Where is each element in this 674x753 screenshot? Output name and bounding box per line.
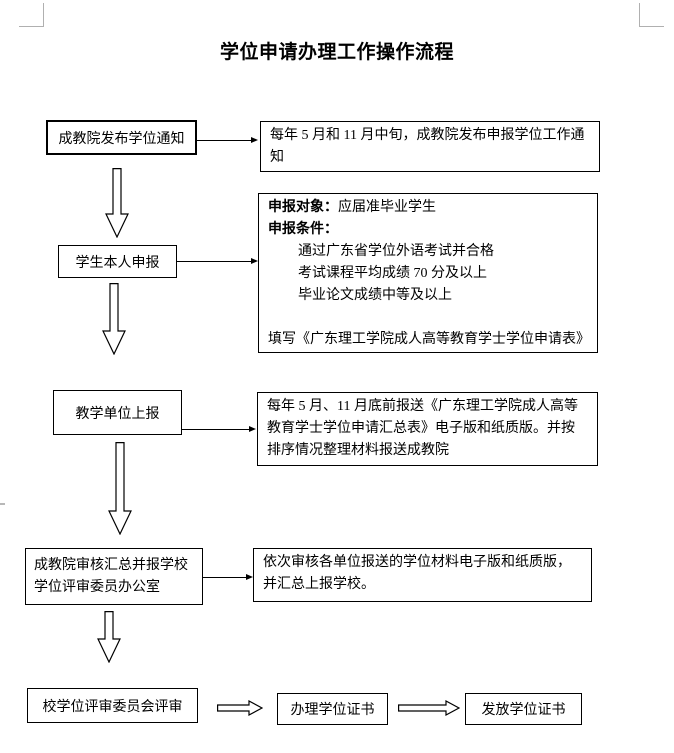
thin-right-arrow — [197, 137, 258, 144]
note-condition-item: 通过广东省学位外语考试并合格 — [298, 244, 494, 259]
note-condition-label: 申报条件： — [268, 222, 338, 237]
flow-box-label: 教学单位上报 — [75, 406, 160, 422]
page-title: 学位申请办理工作操作流程 — [219, 42, 454, 63]
flow-box-unit-report: 教学单位上报 — [53, 390, 182, 435]
flow-box-label: 校学位评审委员会评审 — [42, 699, 183, 715]
flow-box-publish-notice: 成教院发布学位通知 — [46, 120, 197, 155]
note-text: 每年 5 月、11 月底前报送《广东理工学院成人高等教育学士学位申请汇总表》电子… — [267, 399, 578, 458]
note-target-label: 申报对象： — [268, 200, 338, 215]
note-box-notice-time: 每年 5 月和 11 月中旬，成教院发布申报学位工作通知 — [260, 121, 600, 172]
note-text: 依次审核各单位报送的学位材料电子版和纸质版，并汇总上报学校。 — [263, 555, 571, 592]
note-footer: 填写《广东理工学院成人高等教育学士学位申请表》 — [268, 332, 590, 347]
flow-box-label-line2: 学位评审委员办公室 — [34, 579, 160, 595]
note-target-text: 应届准毕业学生 — [338, 200, 436, 215]
flow-box-label: 办理学位证书 — [290, 703, 375, 718]
left-margin-mark — [0, 503, 5, 505]
hollow-down-arrow — [102, 283, 126, 355]
flow-box-committee-review: 校学位评审委员会评审 — [27, 688, 198, 723]
note-condition-item: 毕业论文成绩中等及以上 — [298, 288, 452, 303]
flow-box-label: 成教院发布学位通知 — [58, 131, 185, 147]
flow-box-label: 学生本人申报 — [75, 255, 160, 271]
note-condition-item: 考试课程平均成绩 70 分及以上 — [298, 266, 487, 281]
flow-box-label: 发放学位证书 — [481, 703, 566, 718]
hollow-right-arrow — [217, 700, 263, 716]
hollow-right-arrow — [398, 700, 460, 716]
hollow-down-arrow — [108, 442, 132, 535]
hollow-down-arrow — [97, 611, 121, 663]
thin-right-arrow — [177, 258, 258, 265]
flow-box-issue-certificate: 办理学位证书 — [277, 693, 388, 725]
thin-right-arrow — [203, 574, 253, 581]
note-text: 每年 5 月和 11 月中旬，成教院发布申报学位工作通知 — [270, 128, 585, 165]
flow-box-student-apply: 学生本人申报 — [58, 245, 177, 278]
margin-corner-mark-top-left — [19, 3, 44, 27]
hollow-down-arrow — [105, 168, 129, 238]
note-box-report-deadline: 每年 5 月、11 月底前报送《广东理工学院成人高等教育学士学位申请汇总表》电子… — [257, 392, 598, 466]
flow-box-label-line1: 成教院审核汇总并报学校 — [34, 557, 188, 573]
margin-corner-mark-top-right — [639, 3, 664, 27]
note-box-review-process: 依次审核各单位报送的学位材料电子版和纸质版，并汇总上报学校。 — [253, 548, 592, 602]
flow-box-review-summary: 成教院审核汇总并报学校 学位评审委员办公室 — [25, 548, 203, 605]
flow-box-grant-certificate: 发放学位证书 — [465, 693, 582, 725]
thin-right-arrow — [182, 426, 256, 433]
note-box-apply-conditions: 申报对象：应届准毕业学生 申报条件： 通过广东省学位外语考试并合格 考试课程平均… — [258, 193, 598, 353]
